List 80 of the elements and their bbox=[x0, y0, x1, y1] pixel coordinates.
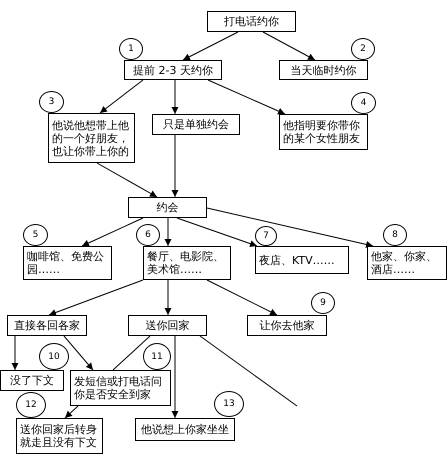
callout-circle bbox=[255, 226, 277, 246]
arrow bbox=[64, 406, 78, 418]
process-box bbox=[23, 246, 112, 280]
callout-circle bbox=[23, 224, 48, 246]
process-box bbox=[48, 113, 135, 163]
box-text: 约会 bbox=[156, 201, 178, 214]
arrow bbox=[172, 336, 178, 418]
box-text: 餐厅、电影院、美术馆…… bbox=[147, 250, 225, 276]
process-box bbox=[255, 246, 349, 274]
arrow bbox=[164, 280, 172, 316]
callout-number: 7 bbox=[263, 231, 269, 241]
box-text: 夜店、KTV…… bbox=[259, 254, 335, 266]
box-text: 只是单独约会 bbox=[163, 118, 229, 131]
callout-number: 11 bbox=[151, 352, 163, 362]
box-text: 提前 2-3 天约你 bbox=[133, 64, 213, 76]
callout-circle bbox=[214, 391, 244, 417]
process-box bbox=[124, 60, 222, 80]
callout-circle bbox=[351, 92, 376, 114]
arrow bbox=[96, 162, 158, 198]
process-box bbox=[247, 315, 327, 336]
process-box bbox=[279, 114, 368, 150]
arrow bbox=[208, 80, 286, 114]
connector-line bbox=[200, 336, 298, 406]
callout-number: 5 bbox=[32, 230, 38, 240]
process-box bbox=[128, 197, 207, 218]
box-text: 他说他想带上他的一个好朋友，也让你带上你的 bbox=[52, 118, 130, 158]
process-box bbox=[16, 418, 103, 454]
box-text: 他家、你家、酒店…… bbox=[371, 250, 438, 276]
process-box bbox=[143, 246, 231, 280]
box-text: 让你去他家 bbox=[260, 319, 314, 332]
arrow bbox=[206, 208, 374, 248]
arrow bbox=[172, 80, 178, 114]
arrow bbox=[206, 280, 278, 316]
box-text: 直接各回各家 bbox=[14, 319, 80, 332]
box-text: 当天临时约你 bbox=[290, 64, 356, 76]
callout-circle bbox=[311, 292, 335, 314]
callout-number: 9 bbox=[320, 298, 326, 308]
process-box bbox=[135, 418, 235, 441]
arrow bbox=[64, 336, 94, 370]
callout-circle bbox=[136, 224, 160, 246]
box-text: 他指明要你带你的某个女性朋友 bbox=[283, 119, 361, 145]
process-box bbox=[0, 370, 64, 391]
callout-circle bbox=[143, 343, 171, 370]
process-box bbox=[367, 246, 447, 280]
arrow bbox=[176, 218, 258, 247]
process-box bbox=[279, 60, 368, 80]
box-text: 送你回家 bbox=[146, 319, 190, 332]
callout-number: 4 bbox=[360, 98, 366, 108]
arrow bbox=[262, 32, 316, 60]
arrow bbox=[172, 134, 178, 198]
callout-number: 13 bbox=[223, 399, 235, 409]
process-box bbox=[152, 114, 240, 135]
callout-circle bbox=[16, 392, 46, 418]
callout-number: 8 bbox=[392, 230, 398, 240]
arrow bbox=[182, 32, 238, 60]
process-box bbox=[70, 370, 171, 406]
box-text: 发短信或打电话问你是否安全到家 bbox=[74, 375, 163, 401]
callout-circle bbox=[39, 343, 69, 370]
box-text: 咖啡馆、免费公园…… bbox=[27, 250, 105, 276]
arrow bbox=[48, 280, 144, 316]
callout-number: 12 bbox=[25, 400, 37, 410]
box-text: 打电话约你 bbox=[224, 15, 279, 28]
callout-number: 3 bbox=[48, 97, 54, 107]
box-text: 送你回家后转身就走且没有下文 bbox=[20, 423, 98, 449]
box-text: 没了下文 bbox=[10, 374, 54, 387]
process-box bbox=[7, 315, 87, 336]
callout-number: 10 bbox=[48, 352, 60, 362]
arrow bbox=[100, 80, 144, 114]
process-box bbox=[128, 315, 207, 336]
arrow bbox=[164, 218, 172, 246]
callout-circle bbox=[39, 91, 64, 113]
callout-number: 6 bbox=[145, 230, 151, 240]
callout-circle bbox=[119, 38, 143, 60]
callout-circle bbox=[383, 224, 407, 246]
arrow bbox=[12, 336, 18, 370]
callout-number: 2 bbox=[360, 44, 366, 54]
box-text: 他说想上你家坐坐 bbox=[141, 423, 229, 436]
callout-circle bbox=[351, 38, 375, 60]
callout-number: 1 bbox=[128, 44, 134, 54]
process-box bbox=[207, 11, 296, 32]
